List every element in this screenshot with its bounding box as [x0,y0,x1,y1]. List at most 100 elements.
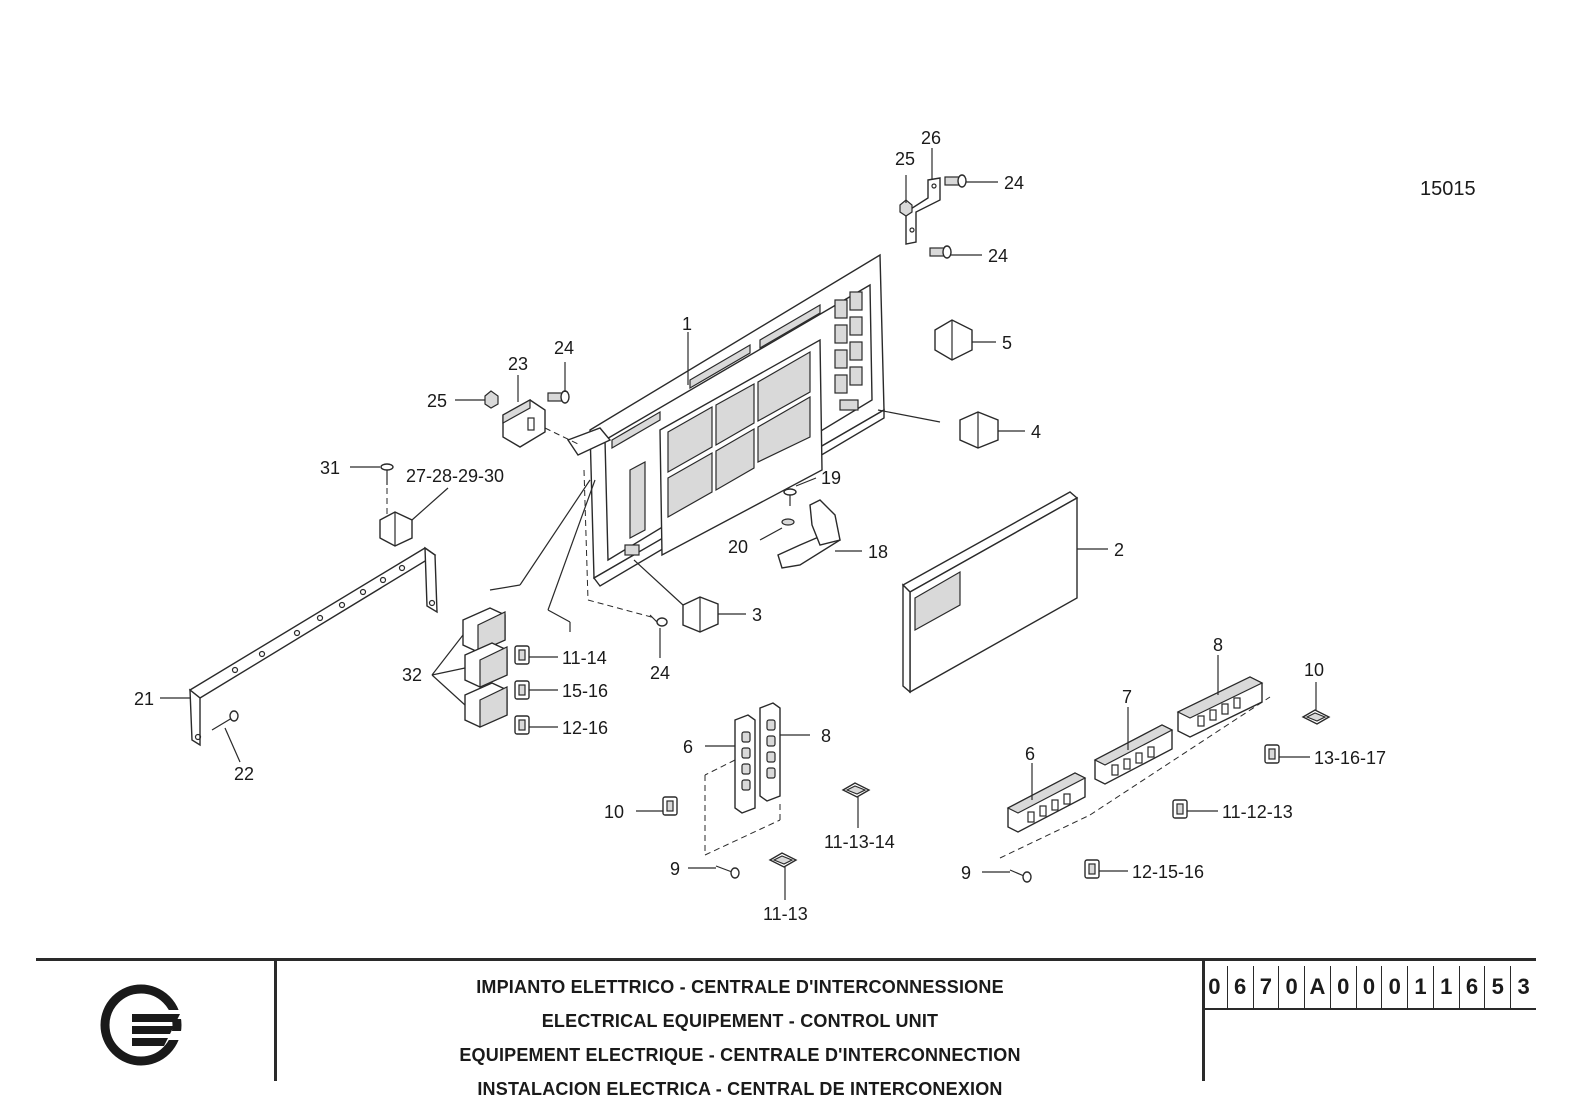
callout-18: 18 [868,542,888,562]
part-fuse-11-12-13 [1172,799,1188,819]
callout-12-15-16: 12-15-16 [1132,862,1204,882]
callout-22: 22 [234,764,254,784]
callout-26: 26 [921,128,941,148]
callout-13-16-17: 13-16-17 [1314,748,1386,768]
code-char: 3 [1510,966,1536,1008]
callout-1: 1 [682,314,692,334]
part-fuse-11-14 [514,645,530,665]
callout-21: 21 [134,689,154,709]
part-4-relay [959,411,999,449]
callout-6-right: 6 [1025,744,1035,764]
code-char: A [1304,966,1330,1008]
callout-24-top-a: 24 [1004,173,1024,193]
part-32-fuse-boxes [462,607,508,728]
part-6-connector-right [1006,772,1087,833]
callout-2: 2 [1114,540,1124,560]
part-31-screw [380,463,394,485]
code-char: 6 [1458,966,1485,1008]
part-24-screw-top-a [944,174,967,188]
code-char: 0 [1381,966,1407,1008]
brand-logo-icon [100,984,182,1066]
callout-32: 32 [402,665,422,685]
code-char: 1 [1407,966,1433,1008]
code-char: 6 [1226,966,1253,1008]
title-english: ELECTRICAL EQUIPEMENT - CONTROL UNIT [541,1011,939,1031]
code-underline [1202,1008,1536,1010]
callout-11-13-14: 11-13-14 [824,832,895,852]
part-fuse-11-13 [768,852,798,868]
title-block-divider [1202,961,1205,1081]
callout-24-clip: 24 [554,338,574,358]
part-21-bracket-bar [188,546,438,747]
callout-10-right: 10 [1304,660,1324,680]
part-9-screw-left [715,865,740,879]
code-char: 1 [1432,966,1459,1008]
part-10-fuse-right [1301,709,1331,725]
part-8-connector-right [1176,676,1264,738]
drawing-number: 15015 [1420,178,1476,200]
part-fuse-13-16-17 [1264,744,1280,764]
part-18-support [777,499,841,569]
callout-12-16: 12-16 [562,718,608,738]
part-3-relay [682,596,719,633]
title-block: IMPIANTO ELETTRICO - CENTRALE D'INTERCON… [36,958,1536,1116]
title-block-border [36,958,1536,961]
part-2-control-module [901,491,1079,694]
part-6-connector-left [734,714,756,814]
part-9-screw-right [1009,869,1032,883]
code-char: 0 [1208,974,1221,999]
code-char: 0 [1278,966,1304,1008]
exploded-parts-diagram: 1 2 3 4 5 [134,128,1386,924]
callout-24-lower: 24 [650,663,670,683]
code-char: 0 [1355,966,1382,1008]
part-5-relay [934,319,973,361]
part-fuse-11-13-14 [841,782,871,798]
callout-6-left: 6 [683,737,693,757]
callout-11-14: 11-14 [562,648,607,668]
callout-9-left: 9 [670,859,680,879]
part-23-clip [502,398,546,448]
part-fuse-12-16 [514,715,530,735]
callout-25-top: 25 [895,149,915,169]
callout-10-left: 10 [604,802,624,822]
part-22-screw [211,710,239,731]
title-block-divider [274,961,277,1081]
callout-9-right: 9 [961,863,971,883]
callout-23: 23 [508,354,528,374]
part-24-screw-clip [547,390,570,404]
part-10-fuse-left [662,796,678,816]
callout-7: 7 [1122,687,1132,707]
part-26-bracket [905,177,941,245]
code-char: 0 [1329,966,1356,1008]
part-24-screw-top-b [929,245,952,259]
callout-24-top-b: 24 [988,246,1008,266]
part-7-connector [1093,724,1174,785]
part-24-screw-lower [649,614,668,627]
callout-27-28-29-30: 27-28-29-30 [406,466,504,486]
callout-25-left: 25 [427,391,447,411]
title-spanish: INSTALACION ELECTRICA - CENTRAL DE INTER… [477,1079,1003,1099]
part-1-main-frame [566,253,885,587]
callout-8-left: 8 [821,726,831,746]
callout-19: 19 [821,468,841,488]
title-french: EQUIPEMENT ELECTRIQUE - CENTRALE D'INTER… [459,1045,1021,1065]
code-char: 7 [1252,966,1279,1008]
part-code-box: 0 6 7 0 A 0 0 0 1 1 6 5 3 [1202,966,1536,1008]
callout-15-16: 15-16 [562,681,608,701]
callout-11-12-13: 11-12-13 [1222,802,1293,822]
part-27-30-relay [379,511,413,547]
callout-3: 3 [752,605,762,625]
callout-11-13: 11-13 [763,904,808,924]
callout-5: 5 [1002,333,1012,353]
part-fuse-15-16 [514,680,530,700]
title-italian: IMPIANTO ELETTRICO - CENTRALE D'INTERCON… [476,977,1004,997]
code-char: 5 [1484,966,1510,1008]
callout-31: 31 [320,458,340,478]
part-8-connector-left [759,702,781,802]
part-fuse-12-15-16 [1084,859,1100,879]
part-19-screw [783,488,797,506]
part-25-nut-left [484,390,499,409]
callout-20: 20 [728,537,748,557]
title-lines: IMPIANTO ELETTRICO - CENTRALE D'INTERCON… [280,970,1200,1106]
callout-8-right: 8 [1213,635,1223,655]
